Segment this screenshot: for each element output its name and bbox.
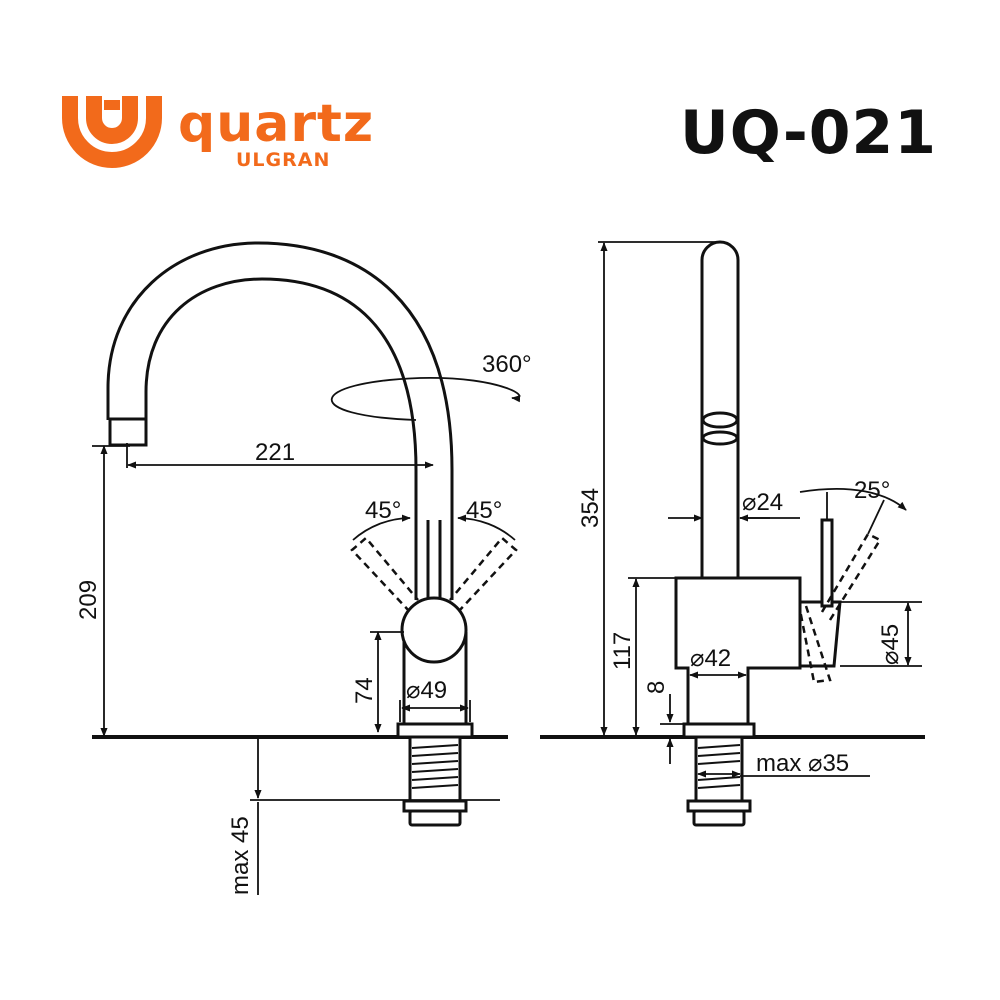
brand-name: quartz bbox=[178, 94, 375, 154]
label-base-diameter: ⌀42 bbox=[690, 645, 731, 672]
front-spout-outer bbox=[106, 241, 454, 600]
label-total-height: 354 bbox=[577, 488, 604, 528]
label-base-height: 8 bbox=[643, 681, 670, 694]
label-spout-reach: 221 bbox=[255, 439, 295, 466]
side-spout-ring-lower bbox=[701, 430, 739, 446]
label-handle-tilt: 25° bbox=[854, 477, 890, 504]
side-spout-tube bbox=[700, 240, 740, 578]
front-base-plate bbox=[396, 722, 474, 739]
side-base-plate bbox=[682, 722, 756, 739]
front-dimensions bbox=[92, 377, 521, 895]
front-aerator bbox=[108, 417, 148, 447]
side-handle-lever bbox=[820, 518, 834, 608]
label-handle-diameter: ⌀45 bbox=[877, 624, 904, 665]
side-nut-lower bbox=[692, 809, 746, 827]
side-handle-cartridge bbox=[798, 600, 842, 668]
front-shank-threads bbox=[411, 744, 459, 789]
front-handle-tilt-right bbox=[449, 536, 518, 613]
label-body-side-height: 117 bbox=[609, 632, 636, 670]
label-handle-angle-right: 45° bbox=[466, 497, 502, 524]
label-spout-diameter: ⌀24 bbox=[742, 489, 783, 516]
front-handle-tilt-left bbox=[350, 536, 419, 613]
label-handle-angle-left: 45° bbox=[365, 497, 401, 524]
label-mount-depth: max 45 bbox=[227, 816, 254, 895]
side-dimensions bbox=[598, 241, 922, 778]
label-hole-diameter: max ⌀35 bbox=[756, 750, 849, 777]
label-spout-height: 209 bbox=[75, 580, 102, 620]
side-spout-ring bbox=[701, 411, 739, 429]
front-nut-lower bbox=[408, 809, 462, 827]
front-view bbox=[92, 241, 518, 827]
rotation-arrow bbox=[330, 377, 521, 421]
brand-logo-icon bbox=[62, 96, 162, 168]
label-body-diameter: ⌀49 bbox=[406, 677, 447, 704]
brand-sub: ULGRAN bbox=[236, 149, 331, 171]
model-number: UQ-021 bbox=[680, 98, 937, 168]
label-rotation: 360° bbox=[482, 351, 532, 378]
side-handle-tilt bbox=[798, 532, 882, 684]
front-handle-cap bbox=[400, 596, 468, 664]
brand-logo-dot-icon bbox=[104, 100, 120, 110]
front-spout-inner bbox=[144, 277, 418, 600]
label-body-height: 74 bbox=[351, 677, 378, 704]
